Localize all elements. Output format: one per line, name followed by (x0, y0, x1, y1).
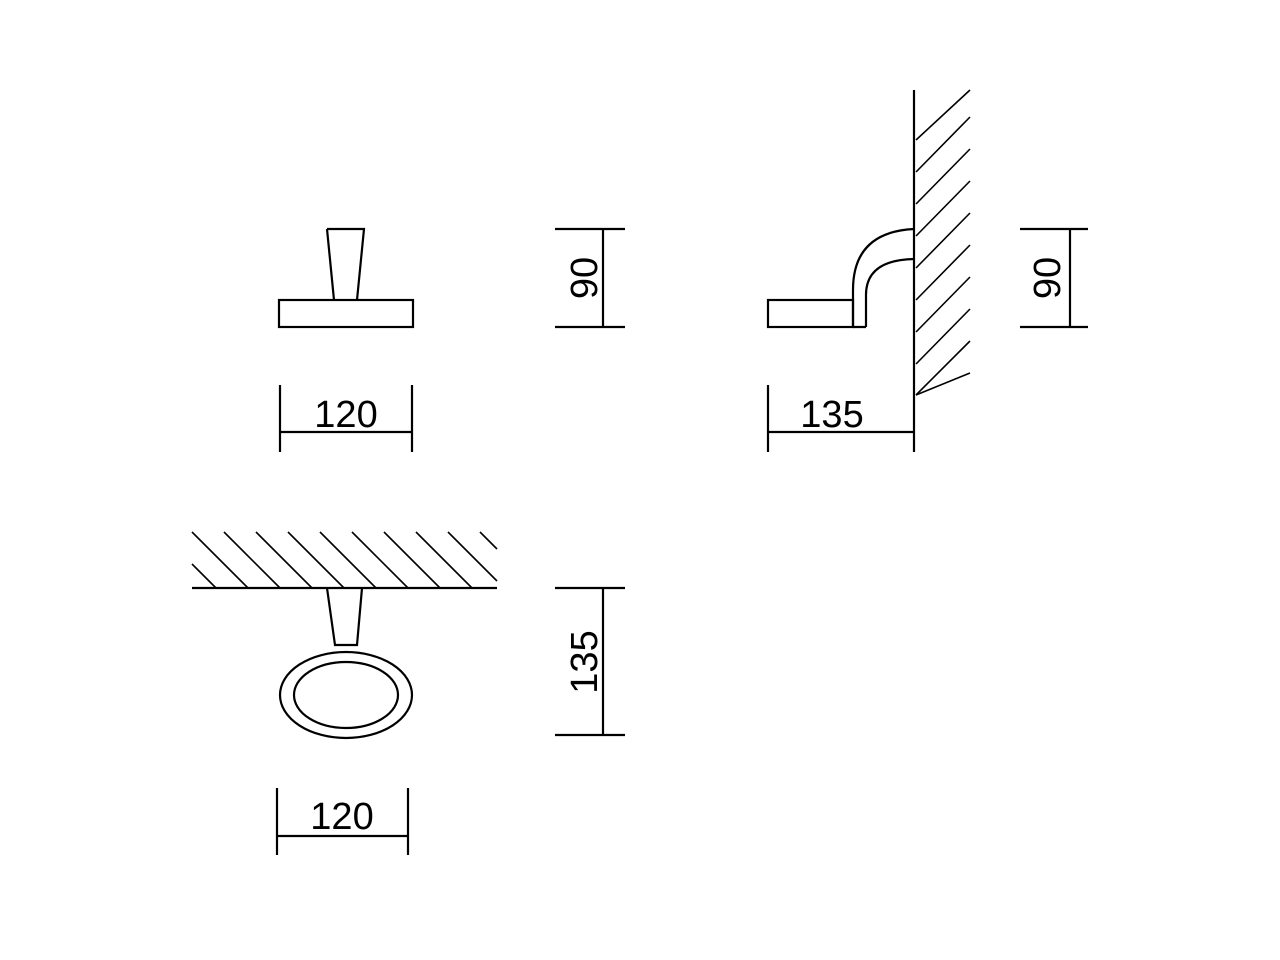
hatch-line (415, 531, 473, 589)
hatch-line (915, 148, 971, 205)
wall-hatching (915, 89, 971, 396)
front-view: 90 120 (277, 227, 625, 452)
side-height-label: 90 (1027, 257, 1069, 299)
hatch-line (915, 372, 971, 396)
top-depth-label: 135 (564, 630, 606, 693)
top-view: 135 120 (191, 531, 625, 855)
hatch-line (915, 244, 971, 301)
hatch-line (319, 531, 377, 589)
front-width-label: 120 (314, 394, 377, 436)
side-arm (851, 227, 915, 329)
top-width-label: 120 (310, 796, 373, 838)
side-depth-dimension: 135 (766, 385, 914, 452)
front-stem (325, 227, 366, 301)
side-view: 90 135 (766, 89, 1088, 452)
ceiling-hatching (191, 531, 498, 589)
hatch-line (383, 531, 441, 589)
hatch-line (351, 531, 409, 589)
hatch-line (447, 531, 498, 582)
hatch-line (223, 531, 281, 589)
hatch-line (191, 563, 217, 589)
front-base (277, 298, 415, 329)
hatch-line (915, 180, 971, 237)
hatch-line (479, 531, 498, 550)
top-depth-dimension: 135 (555, 586, 625, 737)
hatch-line (915, 212, 971, 269)
top-stem (325, 587, 364, 647)
front-width-dimension: 120 (278, 385, 414, 452)
top-width-dimension: 120 (275, 788, 410, 855)
front-height-dimension: 90 (555, 227, 625, 329)
hatch-line (915, 340, 971, 396)
hatch-line (255, 531, 313, 589)
hatch-line (191, 531, 249, 589)
side-height-dimension: 90 (1020, 227, 1088, 329)
side-base (766, 298, 855, 329)
hatch-line (915, 89, 971, 141)
ring-outer (278, 650, 414, 740)
hatch-line (287, 531, 345, 589)
front-height-label: 90 (564, 257, 606, 299)
ring-inner (292, 660, 400, 730)
side-depth-label: 135 (800, 394, 863, 436)
hatch-line (915, 276, 971, 333)
hatch-line (915, 116, 971, 173)
hatch-line (915, 308, 971, 365)
